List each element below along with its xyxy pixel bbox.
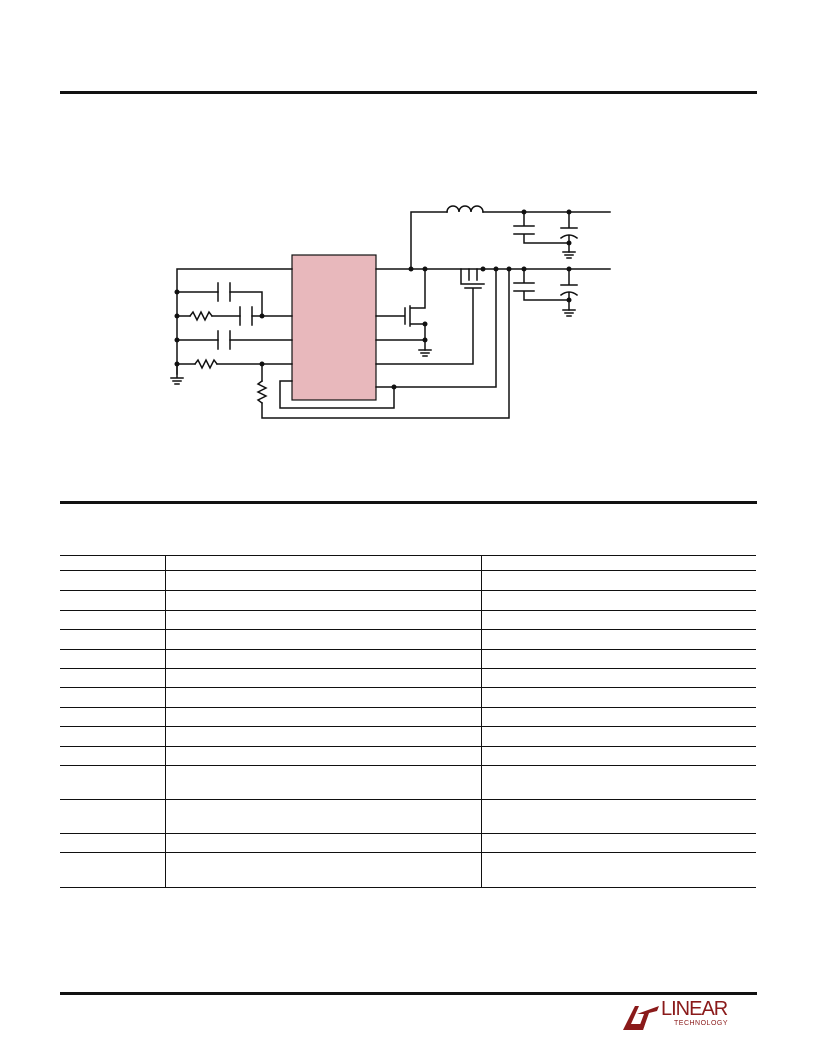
table-cell <box>164 765 481 800</box>
left-bus-wire <box>176 268 293 375</box>
linear-technology-logo: LINEAR TECHNOLOGY <box>621 998 757 1036</box>
table-cell <box>60 746 165 766</box>
table-cell <box>164 799 481 834</box>
table-row <box>60 746 756 766</box>
cap-out4 <box>559 268 579 311</box>
table-cell <box>164 746 481 766</box>
table-cell <box>164 726 481 747</box>
table-cell <box>164 649 481 669</box>
table-cell <box>60 649 165 669</box>
table-cell <box>480 707 756 727</box>
ground-out-top <box>562 251 576 259</box>
table-cell <box>60 668 165 688</box>
table-row <box>60 799 756 834</box>
table-cell <box>480 687 756 708</box>
inductor <box>446 205 484 213</box>
application-schematic <box>170 205 611 419</box>
table-cell <box>60 610 165 630</box>
ground-fet <box>418 349 432 357</box>
table-cell <box>480 610 756 630</box>
table-cell <box>480 833 756 853</box>
logo-subtext: TECHNOLOGY <box>674 1020 729 1027</box>
feedback-loop <box>279 380 395 409</box>
cap-c2 <box>239 306 253 326</box>
table-row <box>60 649 756 669</box>
table-cell <box>164 707 481 727</box>
table-cell <box>60 799 165 834</box>
table-row <box>60 765 756 800</box>
table-cell <box>480 590 756 611</box>
table-row <box>60 629 756 650</box>
cap-c3 <box>217 330 231 350</box>
res-r3-wire <box>261 268 510 419</box>
spec-table <box>60 555 756 888</box>
top-rule <box>60 91 757 94</box>
lt-logo-icon <box>623 1006 659 1030</box>
table-cell <box>480 629 756 650</box>
table-cell <box>164 852 481 888</box>
table-cell <box>60 765 165 800</box>
table-cell <box>60 687 165 708</box>
table-cell <box>480 799 756 834</box>
table-cell <box>60 707 165 727</box>
table-cell <box>164 687 481 708</box>
table-row <box>60 687 756 708</box>
table-cell <box>164 668 481 688</box>
header-cell <box>480 555 756 571</box>
table-row <box>60 590 756 611</box>
logo-wordmark: LINEAR <box>661 998 728 1020</box>
table-cell <box>480 746 756 766</box>
section-rule <box>60 501 757 504</box>
table-cell <box>164 610 481 630</box>
table-header-row <box>60 555 756 571</box>
table-cell <box>60 852 165 888</box>
table-cell <box>164 590 481 611</box>
table-cell <box>164 629 481 650</box>
cap-c1-wire <box>176 291 263 317</box>
cap-out1 <box>513 211 570 244</box>
header-cell <box>60 555 165 571</box>
table-cell <box>164 833 481 853</box>
table-row <box>60 570 756 591</box>
table-cell <box>60 629 165 650</box>
table-cell <box>480 852 756 888</box>
res-r1 <box>188 310 214 322</box>
bottom-rule <box>60 992 757 995</box>
mosfet-low-channel <box>409 268 426 351</box>
table-row <box>60 610 756 630</box>
cap-c1 <box>217 282 231 302</box>
ic-block <box>291 254 377 401</box>
table-cell <box>480 668 756 688</box>
table-row <box>60 852 756 888</box>
table-row <box>60 707 756 727</box>
res-r3 <box>256 379 268 405</box>
cap-out2 <box>559 211 579 253</box>
table-cell <box>164 570 481 591</box>
table-cell <box>60 726 165 747</box>
table-cell <box>480 765 756 800</box>
table-cell <box>480 570 756 591</box>
mosfet-low-gate <box>375 307 406 325</box>
table-cell <box>60 570 165 591</box>
ground-left <box>170 363 184 385</box>
table-cell <box>480 726 756 747</box>
res-r2 <box>193 358 219 370</box>
table-row <box>60 668 756 688</box>
table-row <box>60 833 756 853</box>
table-cell <box>60 833 165 853</box>
header-cell <box>164 555 481 571</box>
ground-out-bottom <box>562 309 576 317</box>
table-cell <box>480 649 756 669</box>
table-cell <box>60 590 165 611</box>
sense-line-1 <box>393 268 497 388</box>
left-junctions <box>174 289 265 367</box>
table-row <box>60 726 756 747</box>
mosfet-pass <box>375 268 485 365</box>
right-junctions <box>391 209 572 390</box>
cap-out3 <box>513 268 570 301</box>
inductor-wire <box>410 211 611 270</box>
